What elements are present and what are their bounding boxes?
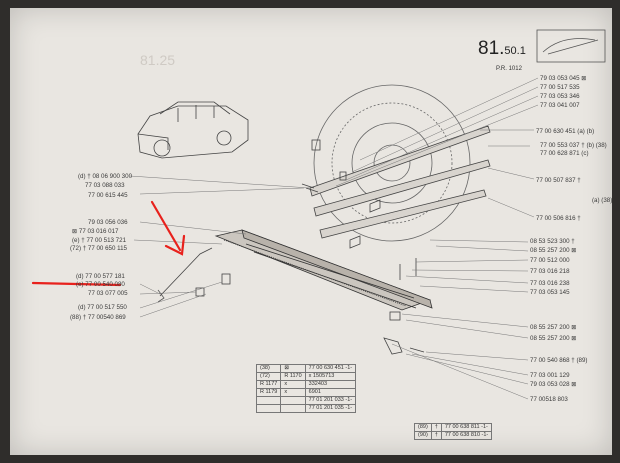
table-cell: x 1505713 bbox=[304, 372, 357, 381]
leader-lines bbox=[129, 77, 539, 400]
table-cell: R 1179 bbox=[255, 388, 282, 397]
page-title: 81.50.1 bbox=[478, 38, 526, 60]
table-cell: ⊠ bbox=[280, 364, 306, 373]
part-label-p16: 77 03 053 145 bbox=[530, 289, 570, 296]
exploded-diagram bbox=[31, 29, 606, 400]
part-label-p13: 77 00 512 000 bbox=[530, 257, 570, 264]
support-rod bbox=[159, 247, 213, 297]
parts-catalog-page: 81.25 81.50.1 P.R. 1012 bbox=[10, 8, 612, 455]
table-row: 77 01 201 033 -1- bbox=[255, 396, 357, 405]
red-annotation bbox=[31, 200, 186, 287]
red-arrow-head bbox=[164, 234, 186, 256]
part-label-p14: 77 03 016 218 bbox=[530, 268, 570, 275]
part-label-p23: (d) † 08 06 900 300 bbox=[78, 173, 133, 180]
part-label-p11: 08 53 523 300 † bbox=[530, 238, 575, 245]
table-cell bbox=[255, 404, 282, 413]
part-label-p19: 77 00 540 868 † (89) bbox=[530, 357, 588, 364]
table-cell: 332403 bbox=[304, 380, 357, 389]
part-label-p28: (e) † 77 00 513 721 bbox=[72, 237, 127, 244]
part-label-p15: 77 03 016 238 bbox=[530, 280, 570, 287]
bleed-through-text: 81.25 bbox=[140, 52, 176, 68]
small-parts bbox=[195, 139, 425, 355]
part-label-p24: 77 03 088 033 bbox=[85, 182, 125, 189]
table-cell: 77 01 201 035 -1- bbox=[304, 404, 357, 413]
page-number-sub: 50.1 bbox=[504, 45, 526, 57]
part-label-p18: 08 55 257 200 ⊠ bbox=[530, 335, 577, 342]
part-label-p34: (88) † 77 00540 869 bbox=[70, 314, 126, 321]
table-cell: x bbox=[280, 388, 306, 397]
part-label-p29: (72) † 77 00 650 115 bbox=[70, 245, 127, 252]
table-cell bbox=[255, 396, 282, 405]
part-label-p17: 08 55 257 200 ⊠ bbox=[530, 324, 577, 331]
part-label-p22: 77 00518 803 bbox=[530, 396, 568, 403]
table-cell bbox=[280, 396, 306, 405]
table-row: (38)⊠77 00 630 451 -1- bbox=[255, 364, 357, 373]
part-label-p25: 77 00 615 445 bbox=[88, 192, 128, 199]
table-cell: x bbox=[280, 380, 306, 389]
part-label-p21: 79 03 053 028 ⊠ bbox=[530, 381, 577, 388]
red-arrow-shaft bbox=[150, 200, 182, 252]
part-label-p33: (d) 77 00 517 550 bbox=[78, 304, 127, 311]
part-label-p9: (a) (38) bbox=[592, 197, 612, 204]
table-cell: 77 00 630 451 -1- bbox=[304, 364, 357, 373]
part-label-p30: (d) 77 00 577 181 bbox=[76, 273, 125, 280]
table-cell: (90) bbox=[414, 431, 432, 440]
part-label-p31: (e) 77 00 540 080 bbox=[76, 281, 125, 288]
part-label-p12: 08 55 257 200 ⊠ bbox=[530, 247, 577, 254]
part-label-p4: 77 03 041 007 bbox=[540, 102, 580, 109]
table-row: (89)†77 00 638 811 -1- bbox=[414, 423, 493, 432]
table-cell: R 1177 bbox=[255, 380, 282, 389]
part-label-p2: 77 00 517 535 bbox=[540, 84, 580, 91]
table-row: (90)†77 00 638 810 -1- bbox=[414, 431, 493, 440]
part-label-p1: 79 03 053 045 ⊠ bbox=[540, 75, 587, 82]
table-cell: 6901 bbox=[304, 388, 357, 397]
table-cell: † bbox=[430, 431, 442, 440]
table-cell: (38) bbox=[255, 364, 282, 373]
part-label-p20: 77 03 001 129 bbox=[530, 372, 570, 379]
pr-code: P.R. 1012 bbox=[496, 66, 522, 72]
part-label-p8: 77 00 507 837 † bbox=[536, 177, 581, 184]
red-underline bbox=[31, 281, 122, 287]
part-label-p5: 77 00 630 451 (a) (b) bbox=[536, 128, 595, 135]
table-cell: 77 00 638 811 -1- bbox=[440, 423, 493, 432]
thumbnail-frame bbox=[536, 29, 606, 63]
table-cell bbox=[280, 404, 306, 413]
table-cell: (89) bbox=[414, 423, 432, 432]
table-row: 77 01 201 035 -1- bbox=[255, 404, 357, 413]
table-cell: (72) bbox=[255, 372, 282, 381]
table-cell: R 1170 bbox=[280, 372, 306, 381]
car-illustration bbox=[137, 101, 249, 159]
thumbnail-rack bbox=[542, 38, 599, 55]
table-cell: † bbox=[430, 423, 442, 432]
part-label-p10: 77 00 506 816 † bbox=[536, 215, 581, 222]
part-label-p6: 77 00 553 037 † (b) (38) bbox=[540, 142, 607, 149]
table-cell: 77 01 201 033 -1- bbox=[304, 396, 357, 405]
parcel-tray bbox=[214, 229, 433, 311]
part-label-p3: 77 03 053 346 bbox=[540, 93, 580, 100]
table-cell: 77 00 638 810 -1- bbox=[440, 431, 493, 440]
part-label-p26: 79 03 056 036 bbox=[88, 219, 128, 226]
rod-clip bbox=[157, 289, 165, 303]
part-label-p27: ⊠ 77 03 016 017 bbox=[72, 228, 119, 235]
roof-rails bbox=[309, 125, 491, 249]
page-number-main: 81. bbox=[478, 38, 505, 59]
part-label-p7: 77 00 628 871 (c) bbox=[540, 150, 589, 157]
part-label-p32: 77 03 077 005 bbox=[88, 290, 128, 297]
corner-reference-table: (89)†77 00 638 811 -1-(90)†77 00 638 810… bbox=[414, 423, 493, 440]
